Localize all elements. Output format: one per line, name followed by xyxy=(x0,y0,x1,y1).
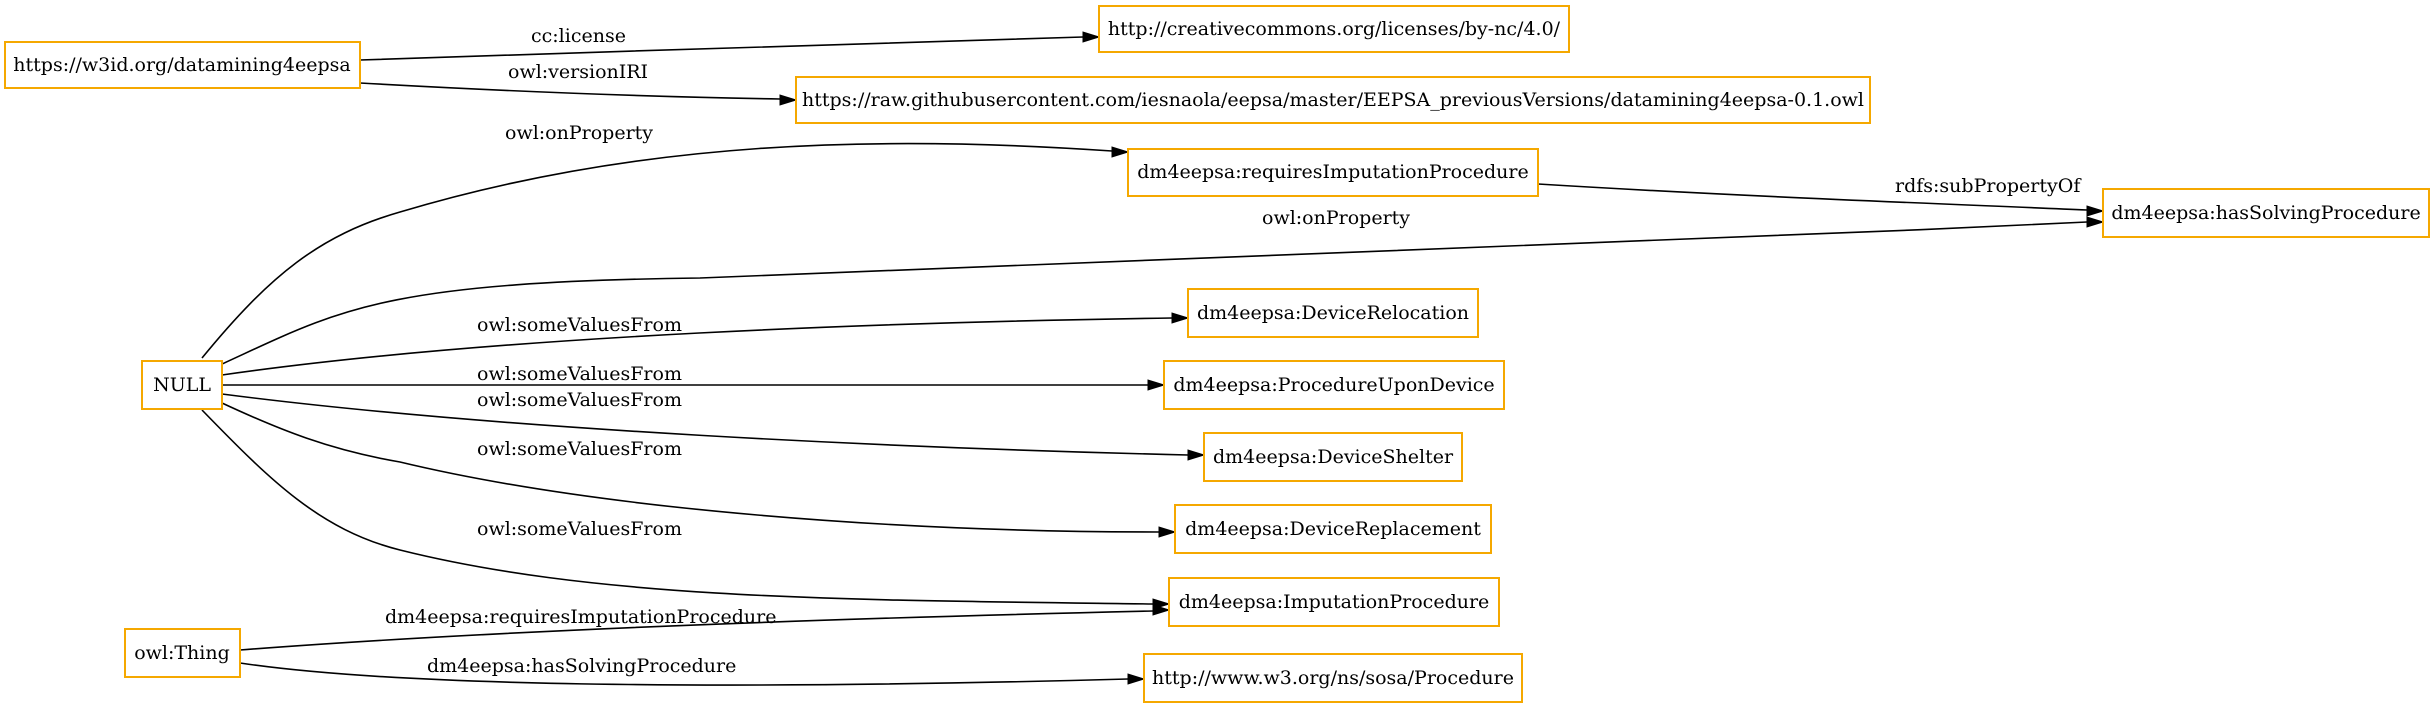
edge-some-values-from-3 xyxy=(221,393,1189,456)
arrowhead xyxy=(2086,216,2105,228)
edge-cc-license xyxy=(359,36,1084,61)
node-label: owl:Thing xyxy=(134,642,230,664)
node-device-relocation[interactable]: dm4eepsa:DeviceRelocation xyxy=(1187,288,1479,338)
edge-label-some-values-from-4: owl:someValuesFrom xyxy=(477,438,682,460)
node-device-shelter[interactable]: dm4eepsa:DeviceShelter xyxy=(1203,432,1463,482)
node-label: http://www.w3.org/ns/sosa/Procedure xyxy=(1152,667,1514,689)
node-label: https://w3id.org/datamining4eepsa xyxy=(13,54,350,76)
edge-label-requires-imputation-procedure: dm4eepsa:requiresImputationProcedure xyxy=(385,606,776,628)
arrowhead xyxy=(1187,449,1206,461)
edge-label-some-values-from-1: owl:someValuesFrom xyxy=(477,314,682,336)
node-sosa-procedure[interactable]: http://www.w3.org/ns/sosa/Procedure xyxy=(1143,653,1523,703)
edge-rdfs-subpropertyof xyxy=(1537,183,2088,211)
edge-label-some-values-from-5: owl:someValuesFrom xyxy=(477,518,682,540)
arrowhead xyxy=(1152,604,1171,616)
edge-label-some-values-from-3: owl:someValuesFrom xyxy=(477,389,682,411)
node-w3id[interactable]: https://w3id.org/datamining4eepsa xyxy=(4,41,361,89)
edge-owl-versioniri xyxy=(359,82,781,100)
edge-has-solving-procedure xyxy=(239,662,1129,686)
node-label: dm4eepsa:DeviceReplacement xyxy=(1185,518,1481,540)
edges xyxy=(201,31,2105,686)
edge-some-values-from-5 xyxy=(201,409,1154,605)
node-requires-imputation-procedure[interactable]: dm4eepsa:requiresImputationProcedure xyxy=(1127,148,1539,197)
node-label: http://creativecommons.org/licenses/by-n… xyxy=(1108,18,1561,40)
node-license[interactable]: http://creativecommons.org/licenses/by-n… xyxy=(1098,5,1570,53)
node-label: NULL xyxy=(153,374,211,396)
edge-some-values-from-4 xyxy=(221,402,1160,533)
node-label: dm4eepsa:requiresImputationProcedure xyxy=(1137,161,1528,183)
edge-owl-onproperty-1 xyxy=(201,142,1113,359)
edge-some-values-from-1 xyxy=(221,317,1173,376)
arrowhead xyxy=(1127,673,1146,685)
node-label: dm4eepsa:DeviceRelocation xyxy=(1197,302,1469,324)
arrowhead xyxy=(1171,312,1190,324)
nodes: https://w3id.org/datamining4eepsa http:/… xyxy=(4,5,2430,703)
arrowhead xyxy=(2086,205,2105,217)
node-version[interactable]: https://raw.githubusercontent.com/iesnao… xyxy=(795,76,1871,124)
node-label: dm4eepsa:DeviceShelter xyxy=(1213,446,1454,468)
arrowhead xyxy=(1082,31,1101,43)
edge-label-owl-onproperty-2: owl:onProperty xyxy=(1262,207,1410,229)
arrowhead xyxy=(1147,379,1166,391)
node-label: dm4eepsa:ProcedureUponDevice xyxy=(1173,374,1494,396)
edge-label-owl-onproperty-1: owl:onProperty xyxy=(505,122,653,144)
node-procedure-upon-device[interactable]: dm4eepsa:ProcedureUponDevice xyxy=(1163,360,1505,410)
node-imputation-procedure[interactable]: dm4eepsa:ImputationProcedure xyxy=(1168,577,1500,627)
edge-label-cc-license: cc:license xyxy=(531,25,626,47)
edge-owl-onproperty-2 xyxy=(221,221,2088,365)
arrowhead xyxy=(779,94,798,106)
edge-label-owl-versioniri: owl:versionIRI xyxy=(508,61,648,83)
edge-label-some-values-from-2: owl:someValuesFrom xyxy=(477,363,682,385)
node-has-solving-procedure[interactable]: dm4eepsa:hasSolvingProcedure xyxy=(2102,188,2430,238)
edge-requires-imputation-procedure xyxy=(239,610,1154,651)
node-label: https://raw.githubusercontent.com/iesnao… xyxy=(802,89,1864,111)
arrowhead xyxy=(1111,146,1130,158)
node-label: dm4eepsa:hasSolvingProcedure xyxy=(2111,202,2420,224)
node-null[interactable]: NULL xyxy=(141,360,223,410)
node-device-replacement[interactable]: dm4eepsa:DeviceReplacement xyxy=(1174,504,1492,554)
edge-label-has-solving-procedure: dm4eepsa:hasSolvingProcedure xyxy=(427,655,736,677)
node-owl-thing[interactable]: owl:Thing xyxy=(124,628,241,678)
node-label: dm4eepsa:ImputationProcedure xyxy=(1179,591,1490,613)
arrowhead xyxy=(1158,526,1177,538)
edge-labels: cc:license owl:versionIRI owl:onProperty… xyxy=(385,25,2082,677)
edge-label-rdfs-subpropertyof: rdfs:subPropertyOf xyxy=(1895,175,2082,197)
